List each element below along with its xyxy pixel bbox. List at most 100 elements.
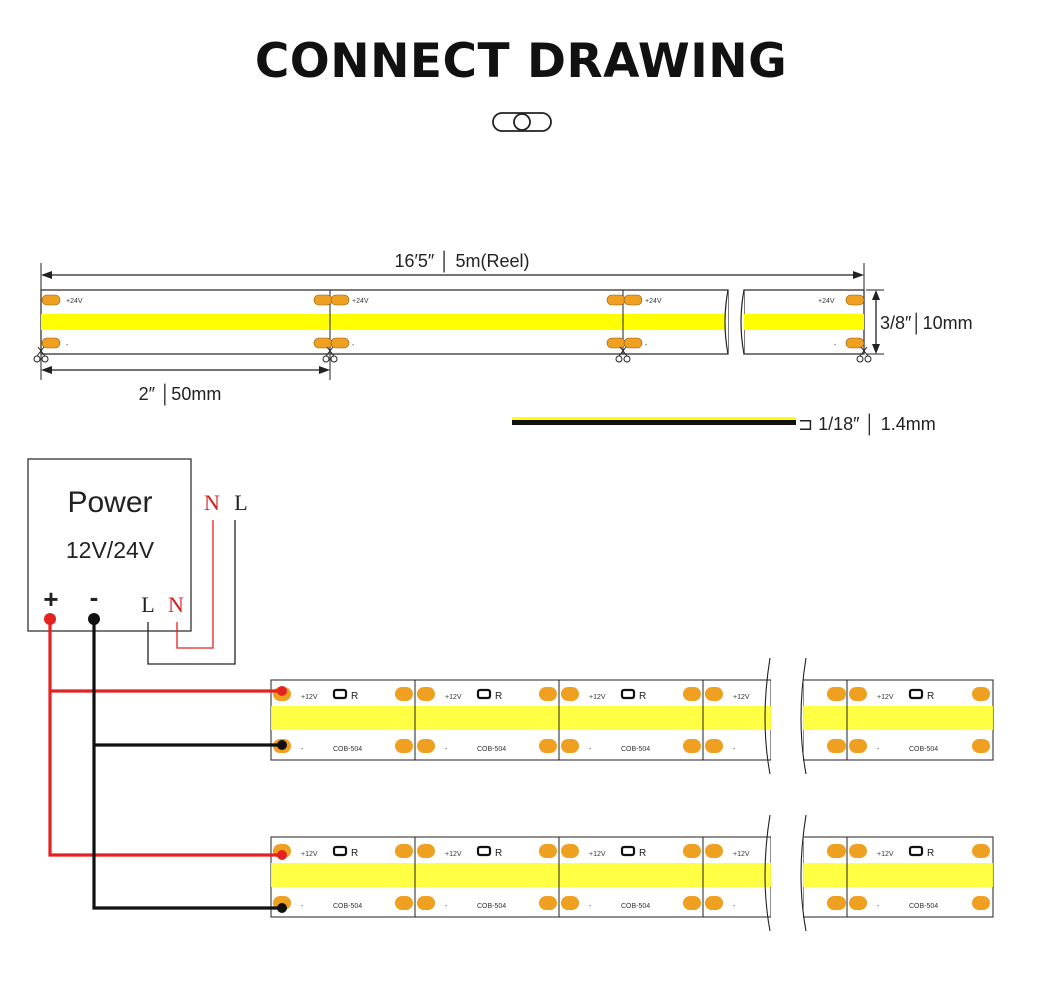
pad-positive-label: +12V: [589, 694, 606, 701]
minus-terminal-label: -: [90, 582, 99, 612]
solder-pad: [972, 844, 990, 858]
led-strip: +12V-RCOB-504+12V-RCOB-504+12V-RCOB-504+…: [270, 657, 994, 775]
solder-pad: [849, 896, 867, 910]
solder-pad: [313, 337, 333, 349]
solder-pad: [683, 687, 701, 701]
power-voltage: 12V/24V: [66, 537, 155, 563]
cut-length-label: 2″ │50mm: [139, 383, 222, 406]
scissors-icon: [322, 355, 330, 363]
model-label: COB-504: [909, 746, 938, 753]
width-label: 3/8″│10mm: [880, 312, 973, 335]
pad-negative-label: -: [877, 746, 880, 753]
pad-negative-label: -: [733, 746, 736, 753]
solder-pad: [828, 896, 846, 910]
led-band: [271, 863, 771, 887]
divider-pill-icon: [492, 112, 552, 132]
solder-pad: [705, 687, 723, 701]
solder-pad: [683, 844, 701, 858]
solder-pad: [539, 896, 557, 910]
resistor-icon: [908, 845, 924, 857]
pad-negative-label: -: [301, 746, 304, 753]
negative-wire-bottom: [92, 619, 282, 910]
resistor-icon: [476, 845, 492, 857]
resistor-icon: [620, 845, 636, 857]
pad-positive-label: +12V: [301, 694, 318, 701]
solder-pad: [417, 844, 435, 858]
solder-pad: [845, 337, 865, 349]
lower-strips: +12V - R COB-504 +12V - R COB-504 +12V - R COB-504 +…: [270, 657, 994, 932]
solder-pad: [972, 739, 990, 753]
scissors-icon: [330, 355, 338, 363]
pad-positive-label: +24V: [818, 298, 835, 305]
led-band: [271, 706, 771, 730]
model-label: COB-504: [621, 746, 650, 753]
solder-pad: [313, 294, 333, 306]
wire-l: [147, 520, 236, 665]
led-band: [744, 314, 864, 330]
model-label: COB-504: [333, 903, 362, 910]
model-label: COB-504: [621, 903, 650, 910]
solder-pad: [417, 896, 435, 910]
solder-pad: [561, 896, 579, 910]
resistor-label: R: [495, 848, 502, 859]
pad-negative-label: -: [645, 342, 648, 349]
pad-positive-label: +12V: [445, 851, 462, 858]
led-band: [41, 314, 728, 330]
pad-negative-label: -: [877, 903, 880, 910]
scissors-icon: [41, 355, 49, 363]
solder-pad: [705, 896, 723, 910]
solder-pad: [972, 687, 990, 701]
mains-l-label: L: [234, 490, 247, 515]
pad-positive-label: +12V: [445, 694, 462, 701]
scissors-icon: [615, 355, 623, 363]
thickness-profile: [512, 420, 796, 425]
solder-pad: [849, 844, 867, 858]
thickness-label: ⊐ 1/18″ │ 1.4mm: [798, 413, 936, 436]
solder-pad: [539, 687, 557, 701]
solder-pad: [417, 687, 435, 701]
solder-pad: [561, 844, 579, 858]
solder-pad: [417, 739, 435, 753]
pad-positive-label: +12V: [877, 851, 894, 858]
scissors-icon: [33, 355, 41, 363]
solder-pad: [561, 739, 579, 753]
solder-pad: [606, 337, 626, 349]
pad-negative-label: -: [733, 903, 736, 910]
resistor-icon: [332, 688, 348, 700]
resistor-label: R: [639, 691, 646, 702]
mains-n-label: N: [204, 490, 220, 515]
power-supply: Power 12V/24V + - L N N L: [27, 458, 248, 665]
wire-n: [176, 520, 214, 649]
pad-positive-label: +12V: [877, 694, 894, 701]
solder-pad: [683, 739, 701, 753]
resistor-icon: [476, 688, 492, 700]
power-supply-box: [27, 458, 192, 632]
solder-pad: [623, 294, 643, 306]
solder-pad: [683, 896, 701, 910]
power-title: Power: [67, 486, 152, 519]
resistor-icon: [908, 688, 924, 700]
dc-wiring: [44, 613, 287, 913]
solder-pad: [41, 337, 61, 349]
model-label: COB-504: [909, 903, 938, 910]
pad-positive-label: +12V: [301, 851, 318, 858]
scissors-icon: [864, 355, 872, 363]
scissors-icon: [856, 355, 864, 363]
break-mark: [764, 814, 771, 932]
resistor-icon: [620, 688, 636, 700]
solder-pad: [828, 687, 846, 701]
solder-pad: [539, 739, 557, 753]
led-band: [803, 863, 993, 887]
pad-positive-label: +24V: [352, 298, 369, 305]
plus-terminal-label: +: [43, 584, 58, 614]
terminal-n-label: N: [168, 592, 184, 617]
resistor-label: R: [495, 691, 502, 702]
resistor-label: R: [351, 691, 358, 702]
terminal-l-label: L: [141, 592, 154, 617]
positive-wire-bottom: [48, 619, 282, 857]
pad-negative-label: -: [834, 342, 837, 349]
model-label: COB-504: [477, 903, 506, 910]
pad-positive-label: +24V: [66, 298, 83, 305]
solder-pad: [972, 896, 990, 910]
